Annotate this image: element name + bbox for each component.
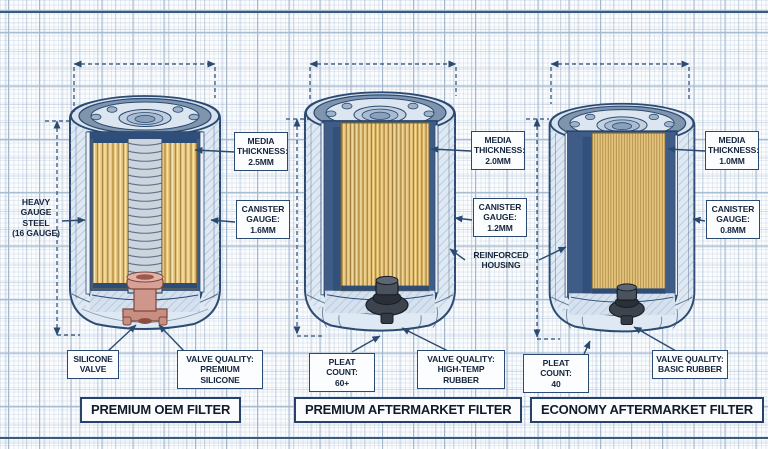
valve-quality-label-1: VALVE QUALITY: PREMIUM SILICONE: [177, 350, 263, 390]
heavy-gauge-steel-label: HEAVY GAUGE STEEL (16 GAUGE): [12, 197, 60, 239]
silicone-valve-label: SILICONE VALVE: [67, 350, 119, 379]
pleat-count-label-2: PLEAT COUNT: 60+: [309, 353, 375, 393]
canister-gauge-label-2: CANISTER GAUGE: 1.2MM: [473, 198, 527, 238]
filter-title-premium-oem: PREMIUM OEM FILTER: [80, 397, 242, 423]
cutaway-interior: [564, 130, 678, 326]
bottom-rule: [0, 437, 768, 439]
canister-gauge-label-1: CANISTER GAUGE: 1.6MM: [236, 200, 290, 240]
canister-gauge-label-3: CANISTER GAUGE: 0.8MM: [706, 200, 760, 240]
filter-economy-aftermarket-illustration: [548, 102, 696, 333]
filter-title-economy-aftermarket: ECONOMY AFTERMARKET FILTER: [530, 397, 764, 423]
top-rule: [0, 11, 768, 13]
reinforced-housing-ribs: [322, 307, 438, 328]
cutaway-interior: [85, 131, 205, 326]
rubber-valve: [365, 275, 409, 324]
filter-premium-aftermarket-illustration: [304, 91, 456, 332]
media-thickness-label-3: MEDIA THICKNESS: 1.0MM: [705, 131, 759, 171]
center-tube: [127, 133, 163, 294]
silicone-valve: [122, 271, 168, 326]
cutaway-interior: [320, 120, 439, 324]
rubber-valve: [608, 283, 645, 326]
valve-quality-label-2: VALVE QUALITY: HIGH-TEMP RUBBER: [417, 350, 505, 390]
filter-title-premium-aftermarket: PREMIUM AFTERMARKET FILTER: [294, 397, 523, 423]
dimension-lines: [45, 60, 690, 340]
callout-arrows: [61, 145, 706, 355]
housing-ribs: [566, 308, 678, 329]
pleat-count-label-3: PLEAT COUNT: 40: [523, 354, 589, 394]
filter-media: [340, 122, 430, 292]
filter-premium-oem-illustration: [69, 95, 221, 330]
media-thickness-label-1: MEDIA THICKNESS: 2.5MM: [234, 132, 288, 172]
reinforced-housing-label: REINFORCED HOUSING: [473, 250, 529, 271]
media-thickness-label-2: MEDIA THICKNESS: 2.0MM: [471, 131, 525, 171]
valve-quality-label-3: VALVE QUALITY: BASIC RUBBER: [652, 350, 728, 379]
